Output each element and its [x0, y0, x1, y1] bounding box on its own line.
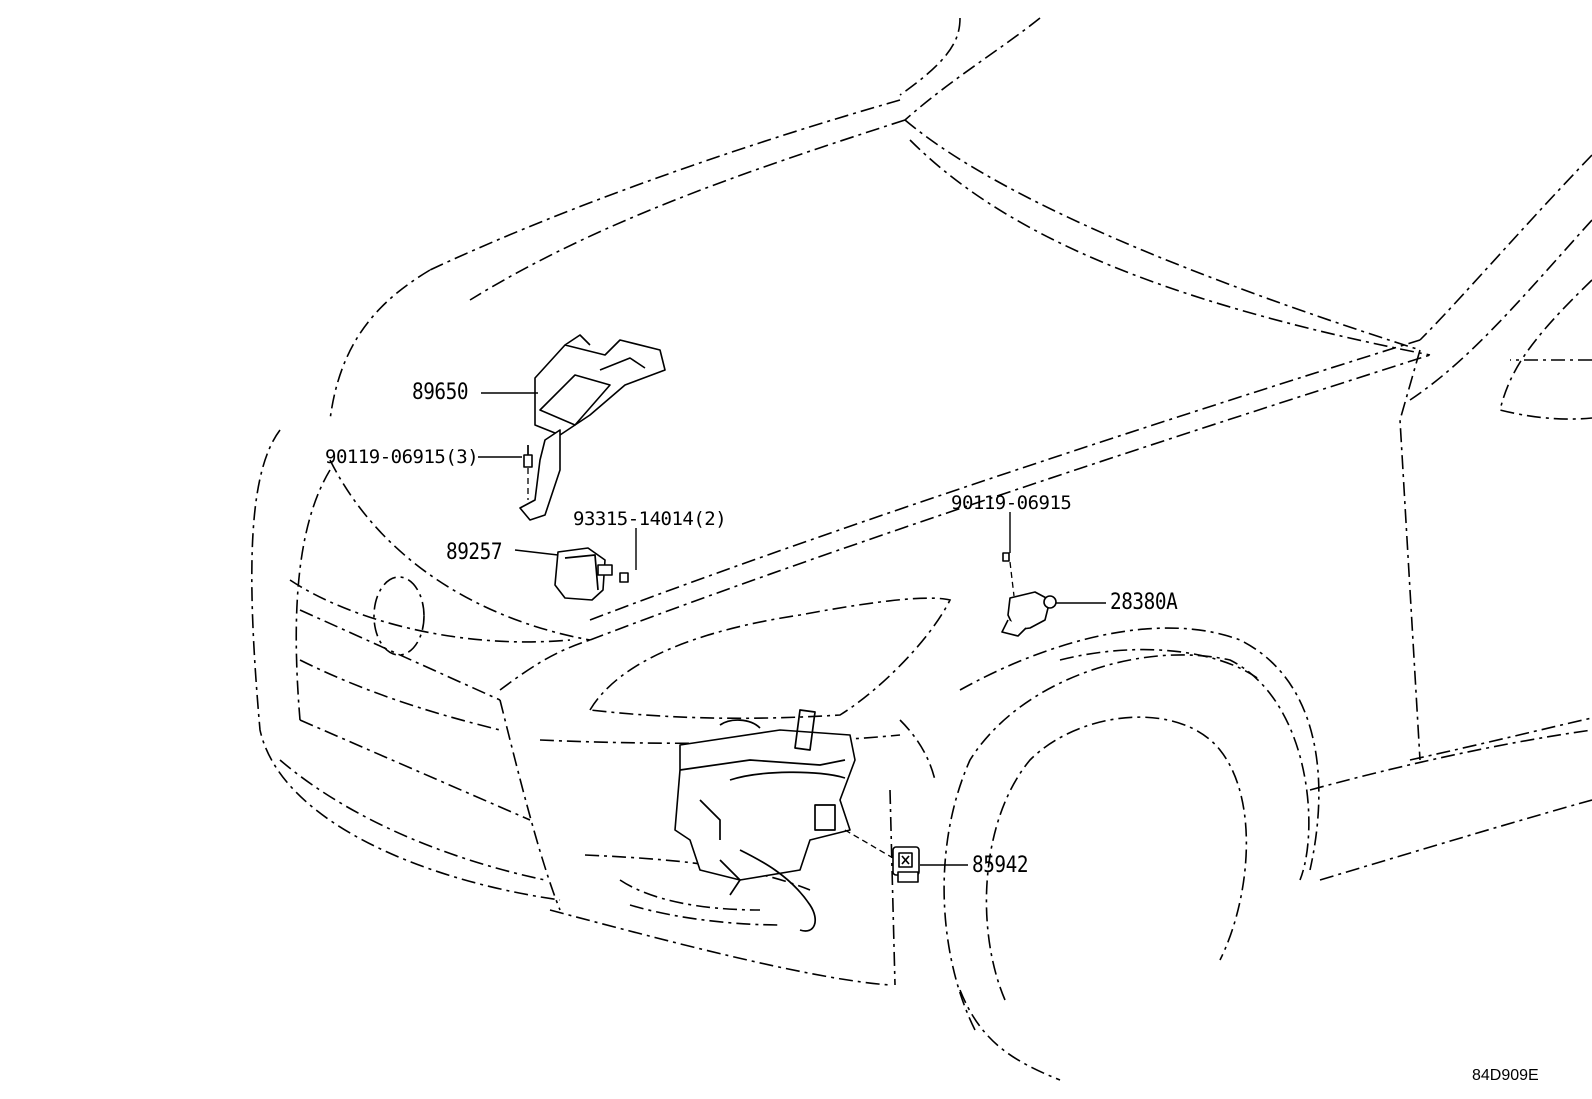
callout-28380A[interactable]: 28380A: [1110, 590, 1178, 615]
part-28380A-drawing: [1001, 552, 1057, 637]
callout-90119-06915-3[interactable]: 90119-06915(3): [325, 446, 479, 468]
illustration-code: 84D909E: [1472, 1067, 1539, 1084]
callout-89257[interactable]: 89257: [446, 540, 503, 565]
callout-93315-14014-2[interactable]: 93315-14014(2): [573, 508, 727, 530]
callout-90119-06915[interactable]: 90119-06915: [951, 492, 1072, 514]
part-89257-drawing: [554, 547, 629, 601]
vehicle-outline: [251, 17, 1592, 1081]
callout-85942[interactable]: 85942: [972, 853, 1029, 878]
part-washer-area-drawing: [674, 709, 856, 932]
callout-89650[interactable]: 89650: [412, 380, 469, 405]
part-85942-drawing: [892, 846, 920, 883]
part-89650-drawing: [519, 334, 666, 521]
leader-lines: [478, 392, 1106, 866]
